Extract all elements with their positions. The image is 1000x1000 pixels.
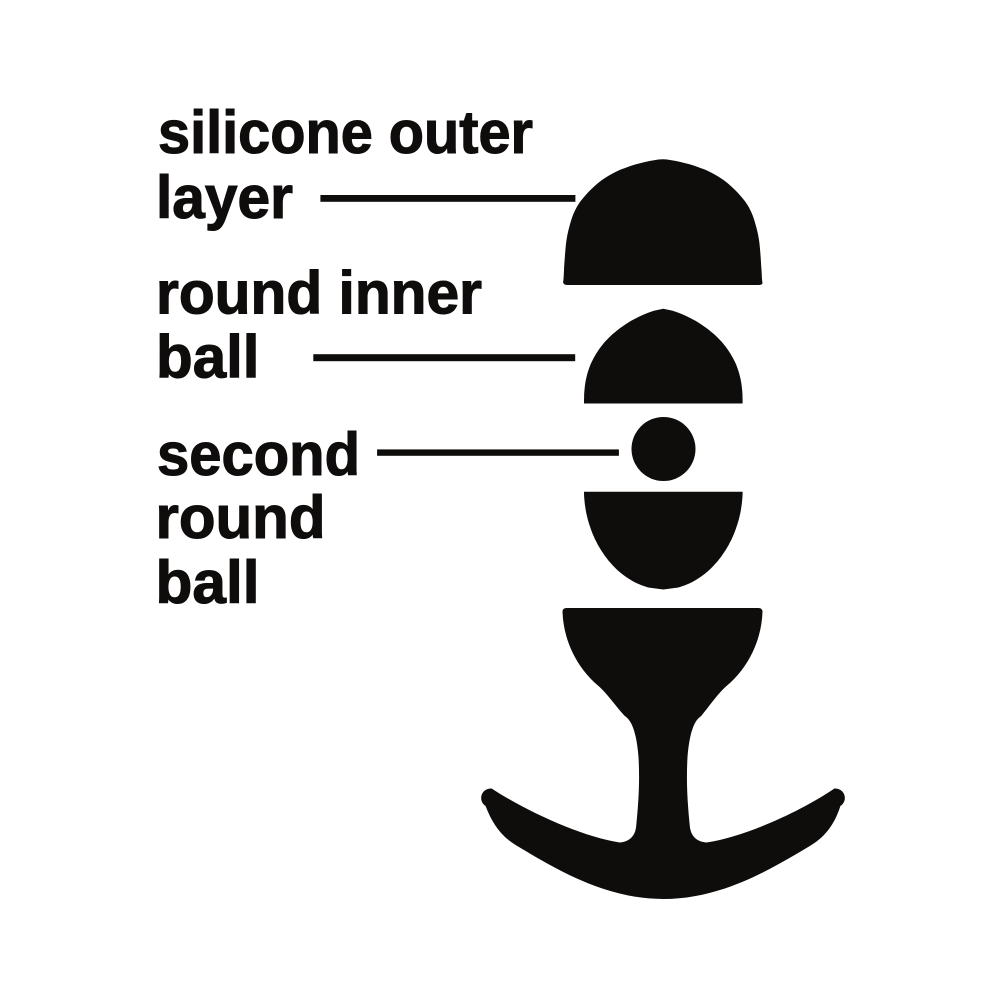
svg-text:round inner: round inner: [156, 260, 482, 327]
svg-text:layer: layer: [156, 164, 293, 231]
svg-text:second: second: [157, 421, 360, 488]
svg-text:ball: ball: [156, 324, 260, 391]
svg-text:ball: ball: [156, 549, 260, 616]
svg-text:silicone outer: silicone outer: [158, 99, 533, 166]
svg-text:round: round: [156, 484, 326, 551]
